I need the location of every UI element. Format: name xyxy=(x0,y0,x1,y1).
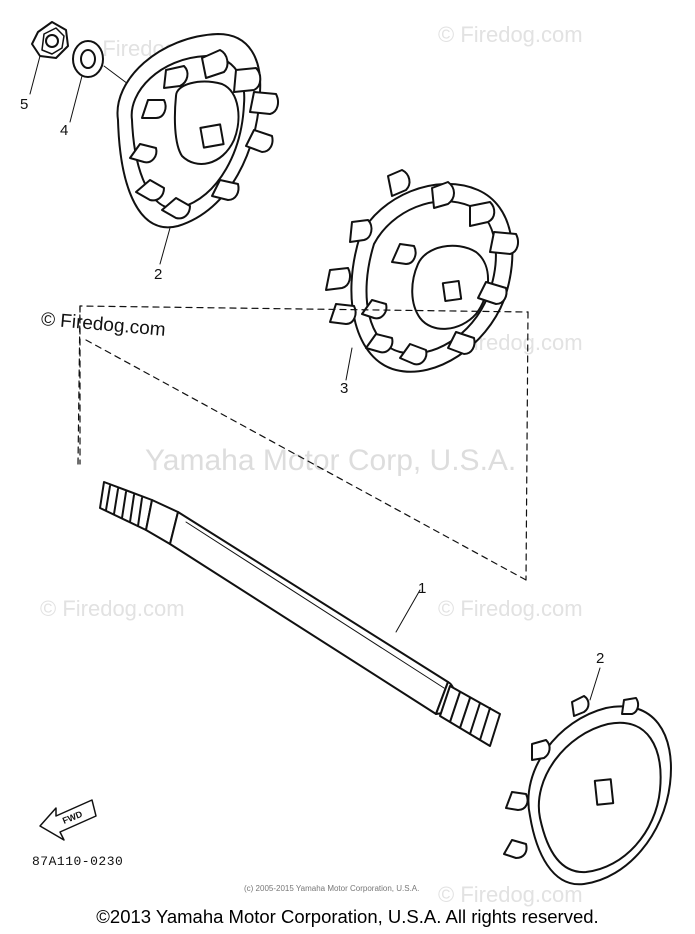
watermark-firedog: © Firedog.com xyxy=(438,22,583,47)
fwd-arrow-icon xyxy=(39,799,97,841)
watermark-yamaha: Yamaha Motor Corp, U.S.A. xyxy=(145,444,517,477)
washer-part xyxy=(69,40,104,123)
nut-part xyxy=(29,21,69,95)
callout-nut: 5 xyxy=(20,96,29,113)
callout-washer: 4 xyxy=(60,122,69,139)
watermark-firedog: © Firedog.com xyxy=(438,882,583,907)
callout-shaft: 1 xyxy=(418,580,427,597)
diagram-part-code: 87A110-0230 xyxy=(32,854,124,869)
sprocket-upper xyxy=(116,33,279,265)
footer-copyright: ©2013 Yamaha Motor Corporation, U.S.A. A… xyxy=(96,906,599,927)
callout-sprocket-upper: 2 xyxy=(154,266,163,283)
sprocket-middle xyxy=(325,169,519,381)
sprocket-lower xyxy=(503,667,672,886)
watermark-firedog: © Firedog.com xyxy=(40,596,185,621)
watermark-firedog: © Firedog.com xyxy=(438,596,583,621)
drive-shaft xyxy=(99,481,501,747)
small-copyright: (c) 2005-2015 Yamaha Motor Corporation, … xyxy=(244,884,420,893)
callout-sprocket-lower: 2 xyxy=(596,650,605,667)
callout-sprocket-middle: 3 xyxy=(340,380,349,397)
assembly-guide-lines xyxy=(77,305,529,581)
